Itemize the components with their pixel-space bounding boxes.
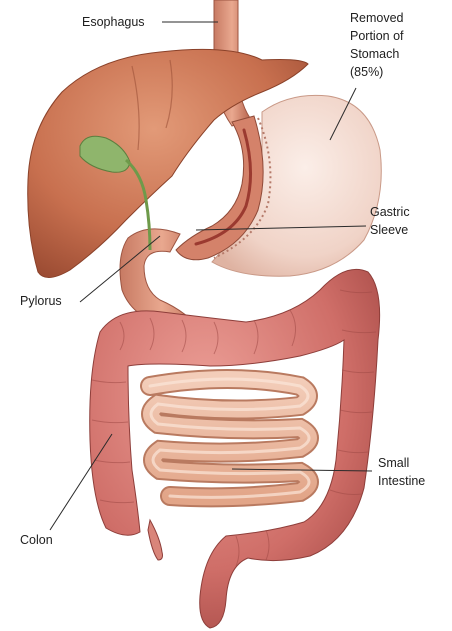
appendix-shape (148, 520, 163, 560)
gastric-sleeve-label: Gastric Sleeve (370, 205, 413, 237)
small-intestine-shape (150, 379, 309, 497)
small-intestine-line: Small (378, 456, 409, 470)
pylorus-label: Pylorus (20, 294, 62, 308)
small-intestine-label: Small Intestine (378, 456, 425, 488)
removed-portion-label: Removed Portion of Stomach (85%) (350, 11, 407, 79)
esophagus-label: Esophagus (82, 15, 145, 29)
gastric-sleeve-line: Sleeve (370, 223, 408, 237)
removed-portion-line: Stomach (350, 47, 399, 61)
colon-label: Colon (20, 533, 53, 547)
small-intestine-line: Intestine (378, 474, 425, 488)
gastric-sleeve-line: Gastric (370, 205, 410, 219)
removed-portion-line: Removed (350, 11, 404, 25)
removed-portion-line: Portion of (350, 29, 404, 43)
removed-portion-line: (85%) (350, 65, 383, 79)
